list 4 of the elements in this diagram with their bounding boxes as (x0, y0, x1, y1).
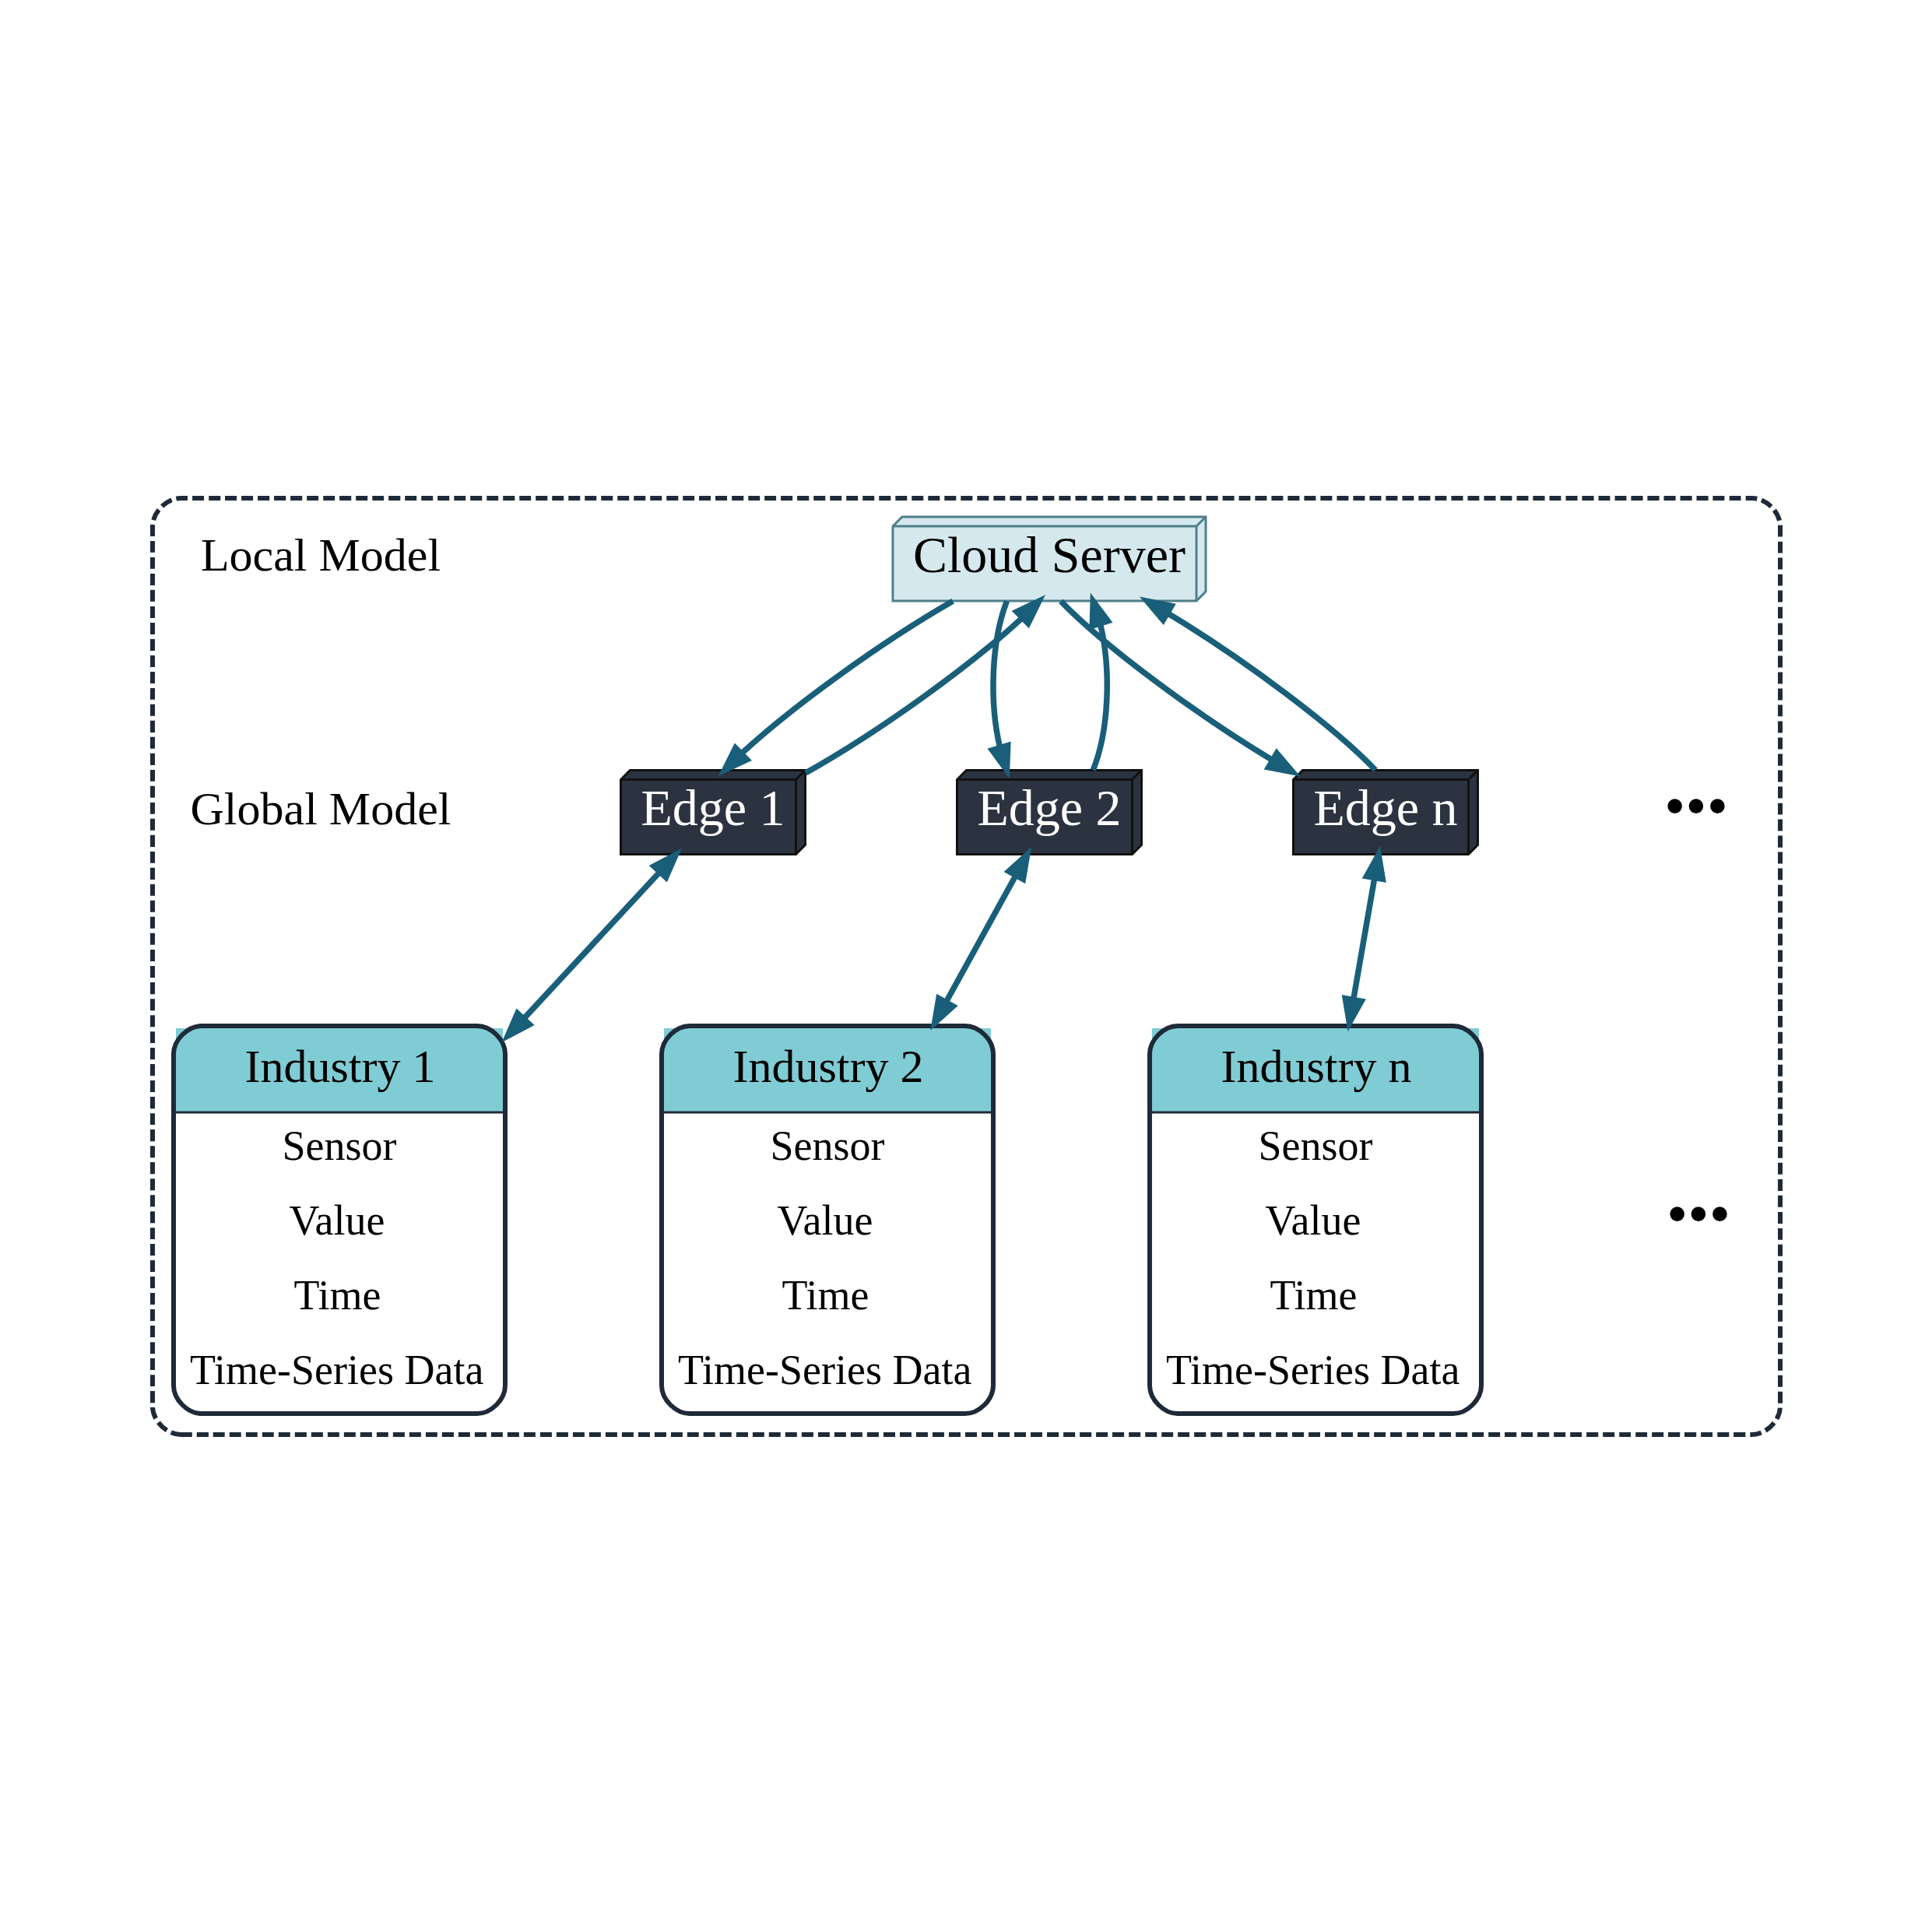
legend-label: Local Model (200, 529, 441, 581)
label: ••• (1663, 771, 1728, 840)
label: ••• (1666, 1179, 1730, 1248)
legend-label: Global Model (190, 782, 451, 834)
